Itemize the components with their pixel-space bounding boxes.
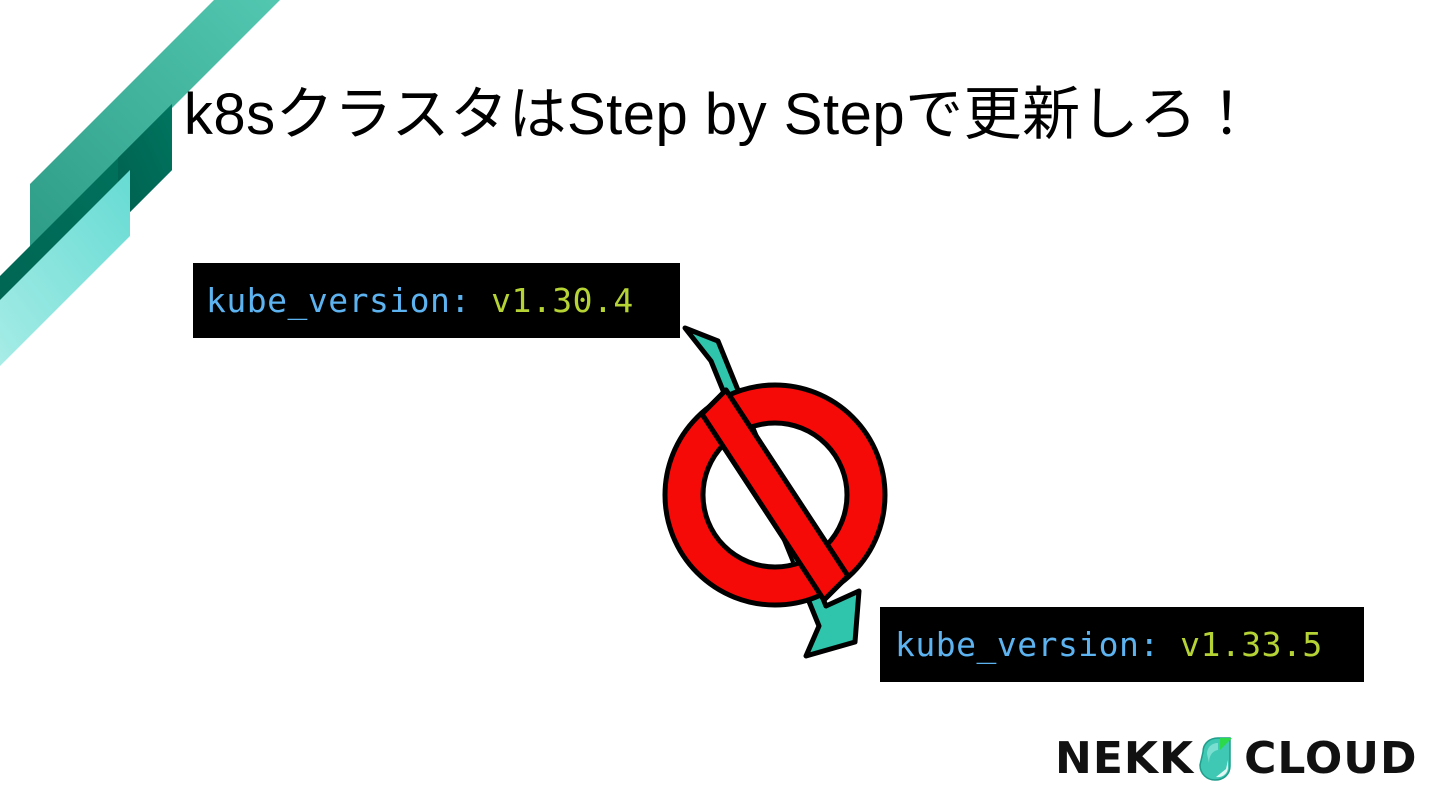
stripe-bottom	[0, 170, 130, 366]
code-block-current-version: kube_version: v1.30.4	[193, 263, 680, 338]
no-entry-sign-icon	[662, 382, 888, 608]
brand-logo: NEKK CLOUD	[1055, 731, 1416, 787]
decorative-stripes	[0, 0, 280, 366]
stripe-middle	[0, 104, 172, 342]
kube-version-key-from: kube_version:	[206, 281, 471, 320]
logo-text-right: CLOUD	[1244, 733, 1418, 784]
kube-version-value-from: v1.30.4	[491, 281, 634, 320]
leaf-sprout-icon	[1199, 737, 1233, 781]
no-entry-bar	[699, 387, 851, 603]
arrow-through-window	[705, 425, 845, 565]
logo-text-left: NEKK	[1055, 733, 1195, 784]
kube-version-value-to: v1.33.5	[1180, 625, 1323, 664]
code-block-target-version: kube_version: v1.33.5	[880, 607, 1364, 682]
page-title: k8sクラスタはStep by Stepで更新しろ！	[183, 82, 1257, 147]
kube-version-key-to: kube_version:	[895, 625, 1160, 664]
downward-arrow-icon	[682, 325, 862, 659]
